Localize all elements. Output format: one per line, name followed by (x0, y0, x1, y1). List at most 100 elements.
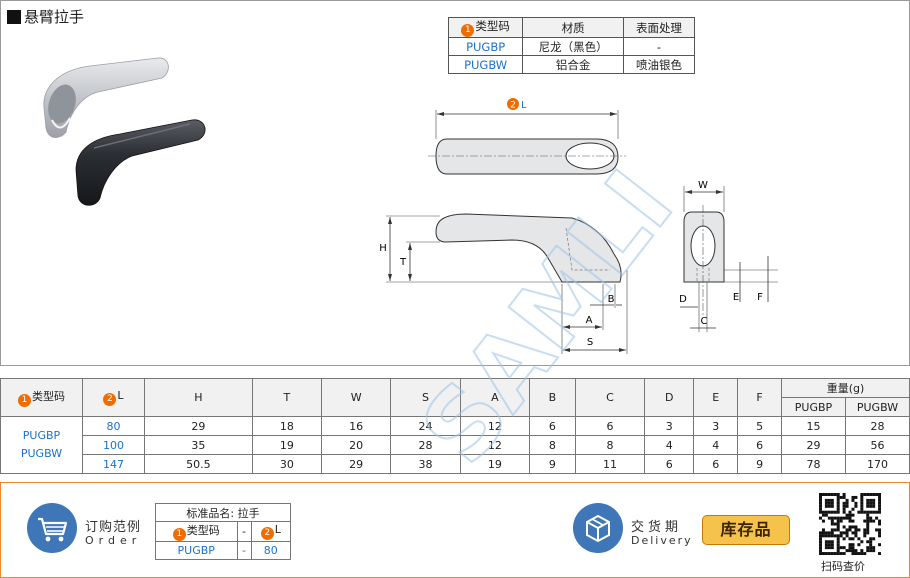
d-cell: 4 (644, 435, 695, 455)
type-code: PUGBP (22, 429, 61, 442)
weight-pugbw-header: PUGBW (845, 397, 910, 417)
b-cell: 8 (529, 435, 576, 455)
a-cell: 19 (459, 454, 531, 474)
surface-header: 表面处理 (622, 17, 696, 38)
d-cell: 3 (644, 416, 695, 436)
h-cell: 35 (144, 435, 253, 455)
dim-label-l: L (521, 100, 527, 111)
s-header: S (390, 378, 461, 417)
c-cell: 6 (574, 416, 646, 436)
title-square-icon (7, 9, 21, 24)
weight-pugbp-header: PUGBP (781, 397, 846, 417)
dim-label-c: C (701, 316, 708, 327)
dim-label-a: A (586, 315, 593, 326)
t-header: T (251, 378, 323, 417)
order-example-title: 订购范例 (85, 520, 142, 535)
d-header: D (644, 378, 695, 417)
weight-pugbp-cell: 29 (781, 435, 846, 455)
c-cell: 8 (574, 435, 646, 455)
black-handle-photo (75, 119, 206, 206)
dim-label-s: S (587, 337, 593, 348)
dim-label-w: W (698, 180, 708, 191)
a-cell: 12 (459, 435, 531, 455)
b-cell: 9 (529, 454, 576, 474)
f-cell: 9 (737, 454, 782, 474)
in-stock-badge: 库存品 (702, 515, 790, 545)
t-cell: 18 (251, 416, 323, 436)
f-cell: 6 (737, 435, 782, 455)
type-code-cell: PUGBW (447, 55, 524, 74)
h-header: H (144, 378, 253, 417)
s-cell: 28 (390, 435, 461, 455)
t-cell: 19 (251, 435, 323, 455)
b-header: B (529, 378, 576, 417)
example-type-code: PUGBP (155, 541, 238, 560)
e-cell: 6 (693, 454, 739, 474)
table-row: 147 50.5 30 29 38 19 9 11 6 6 9 78 170 (1, 454, 910, 474)
number-two-icon-label: 2 (510, 101, 516, 111)
e-cell: 3 (693, 416, 739, 436)
page-title: 悬臂拉手 (7, 6, 84, 27)
std-name-row: 标准品名: 拉手 (155, 503, 291, 522)
dimension-drawing: 2 L H T B A S (379, 98, 778, 354)
l-cell: 80 (82, 416, 145, 436)
weight-pugbw-cell: 170 (845, 454, 910, 474)
a-header: A (459, 378, 531, 417)
number-one-icon: 1 (461, 24, 475, 37)
t-cell: 30 (251, 454, 323, 474)
table-row: PUGBP PUGBW 80 29 18 16 24 12 6 6 3 3 5 … (0, 416, 910, 474)
example-separator: - (236, 541, 252, 560)
material-cell: 尼龙（黑色） (522, 37, 624, 56)
type-code: PUGBW (20, 447, 63, 460)
d-cell: 6 (644, 454, 695, 474)
l-cell: 100 (82, 435, 145, 455)
page-title-text: 悬臂拉手 (24, 8, 85, 26)
number-one-icon: 1 (18, 394, 31, 407)
s-cell: 38 (390, 454, 461, 474)
std-example-row: PUGBP - 80 (155, 541, 292, 560)
number-two-icon: 2 (103, 393, 117, 406)
w-cell: 29 (320, 454, 392, 474)
side-view: H T B A S (379, 213, 628, 354)
delivery-title: 交货期 (631, 520, 683, 535)
number-one-icon: 1 (172, 528, 186, 541)
number-two-icon: 2 (260, 527, 274, 540)
h-cell: 50.5 (144, 454, 253, 474)
qr-caption: 扫码查价 (821, 560, 865, 573)
type-codes-cell: PUGBP PUGBW (0, 416, 83, 474)
e-header: E (693, 378, 739, 417)
shopping-cart-icon (27, 503, 77, 553)
order-example-subtitle: Order (85, 534, 142, 547)
product-photo (43, 57, 206, 206)
standard-name: 标准品名: 拉手 (155, 503, 291, 522)
delivery-subtitle: Delivery (631, 534, 693, 547)
material-header: 材质 (522, 17, 624, 38)
e-cell: 4 (693, 435, 739, 455)
w-cell: 16 (320, 416, 392, 436)
b-cell: 6 (529, 416, 576, 436)
h-cell: 29 (144, 416, 253, 436)
separator-header: - (236, 521, 252, 542)
material-row: PUGBW 铝合金 喷油银色 (447, 55, 696, 74)
table-row: 100 35 19 20 28 12 8 8 4 4 6 29 56 (1, 435, 910, 455)
w-cell: 20 (320, 435, 392, 455)
qr-code-icon[interactable] (819, 493, 881, 555)
dims-subheader-row: PUGBP PUGBW (1, 397, 910, 417)
c-cell: 11 (574, 454, 646, 474)
dim-label-e: E (733, 292, 739, 303)
a-cell: 12 (459, 416, 531, 436)
weight-pugbw-cell: 56 (845, 435, 910, 455)
top-view: 2 L (428, 98, 626, 175)
dim-label-b: B (608, 294, 615, 305)
l-cell: 147 (82, 454, 145, 474)
